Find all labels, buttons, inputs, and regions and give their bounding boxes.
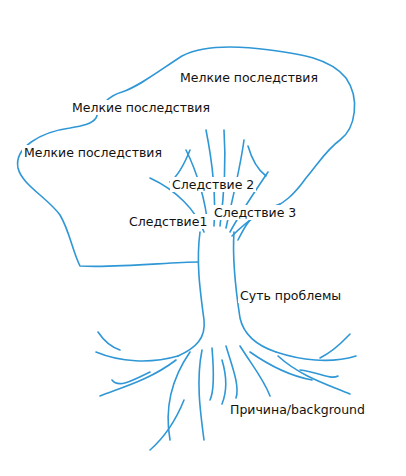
- root-line: [150, 400, 184, 450]
- tree-label: Следствие1: [127, 214, 209, 229]
- trunk-line: [178, 232, 204, 356]
- root-line: [222, 360, 226, 404]
- crown-outline: [18, 47, 355, 267]
- tree-label: Суть проблемы: [238, 288, 343, 303]
- root-line: [278, 356, 350, 394]
- root-line: [98, 332, 120, 350]
- tree-label: Мелкие последствия: [178, 70, 320, 85]
- root-line: [168, 352, 190, 440]
- root-line: [96, 352, 178, 361]
- root-line: [250, 352, 312, 380]
- root-line: [300, 370, 338, 377]
- tree-label: Мелкие последствия: [70, 100, 212, 115]
- root-line: [199, 350, 204, 440]
- tree-label: Следствие 3: [212, 205, 298, 220]
- tree-label: Мелкие последствия: [22, 145, 164, 160]
- branch-line: [248, 146, 266, 176]
- tree-label: Следствие 2: [170, 177, 256, 192]
- root-line: [320, 334, 350, 358]
- root-line: [100, 360, 176, 396]
- root-line: [276, 352, 356, 360]
- root-line: [210, 348, 213, 400]
- root-line: [226, 346, 237, 398]
- root-line: [112, 372, 150, 384]
- tree-label: Причина/background: [228, 402, 367, 417]
- root-line: [240, 346, 270, 396]
